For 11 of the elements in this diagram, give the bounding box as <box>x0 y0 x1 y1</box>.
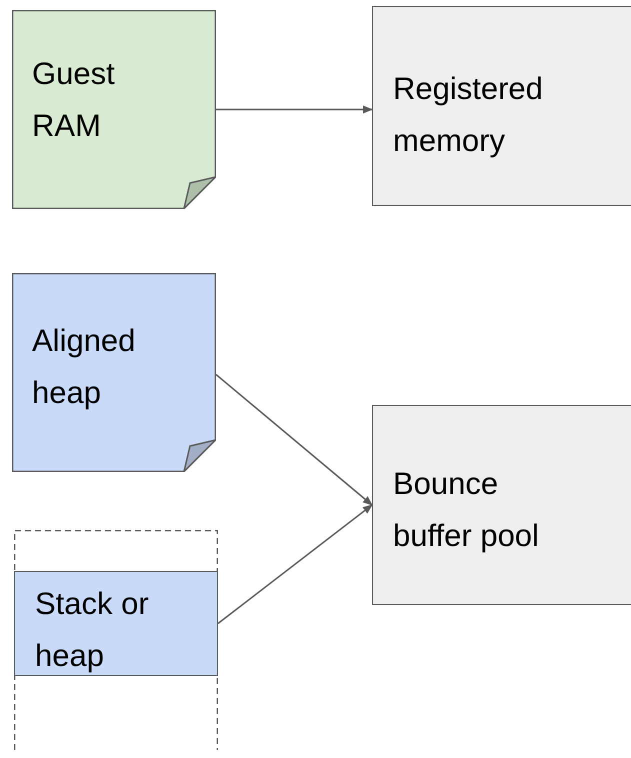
process-box <box>14 571 218 676</box>
node-label: Guest RAM <box>32 55 116 145</box>
node-label: Stack or heap <box>35 585 150 675</box>
process-box <box>372 6 631 206</box>
node-label: Registered memory <box>393 70 544 160</box>
arrow <box>216 106 373 114</box>
process-box <box>372 405 631 605</box>
node-label: Aligned heap <box>32 322 136 412</box>
arrow <box>216 374 373 506</box>
node-label: Bounce buffer pool <box>393 465 540 555</box>
arrow <box>218 504 373 624</box>
